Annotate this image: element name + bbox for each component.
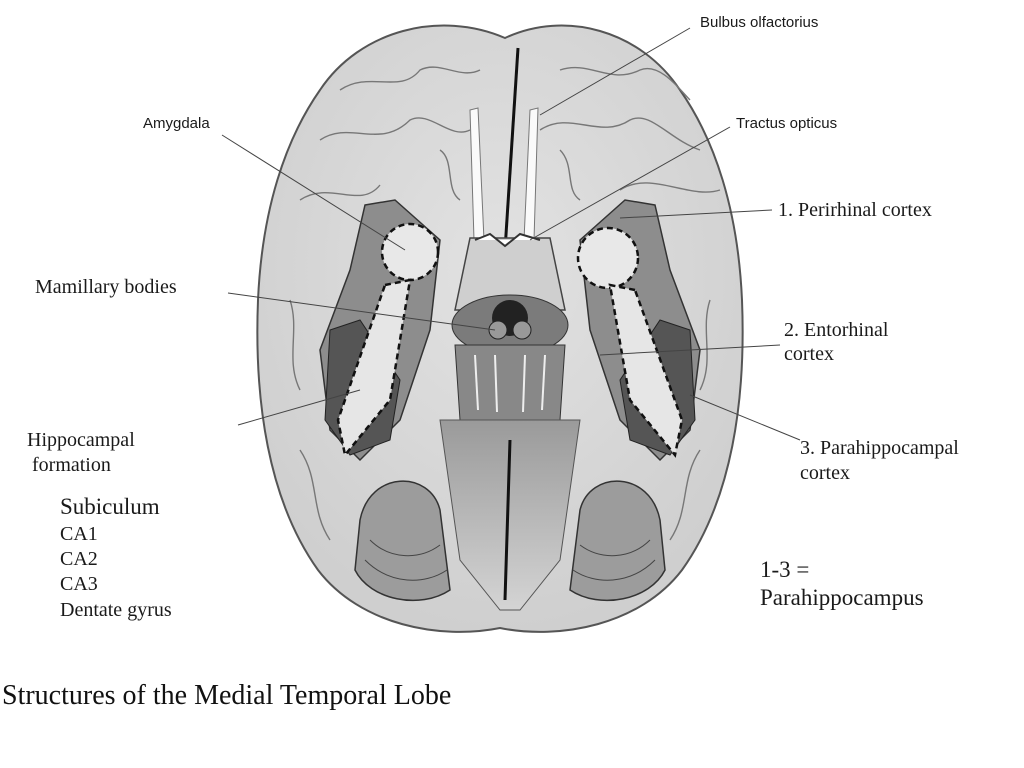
label-tractus-opticus: Tractus opticus (736, 115, 838, 132)
label-hippocampal-line2: formation (27, 454, 111, 476)
right-medial-temporal (576, 199, 701, 462)
note-line1: 1-3 = (760, 557, 810, 582)
page-title: Structures of the Medial Temporal Lobe (2, 680, 452, 711)
brainstem (439, 232, 581, 611)
hippocampal-part-ca3: CA3 (60, 573, 98, 595)
label-perirhinal-cortex: 1. Perirhinal cortex (778, 199, 932, 221)
cerebellar-lobes (354, 480, 666, 602)
label-parahippocampal-line2: cortex (800, 462, 850, 484)
label-hippocampal-line1: Hippocampal (27, 429, 135, 451)
hippocampal-part-ca1: CA1 (60, 523, 98, 545)
left-medial-temporal (319, 199, 441, 462)
label-amygdala: Amygdala (143, 115, 210, 132)
label-mamillary-bodies: Mamillary bodies (35, 276, 177, 298)
label-entorhinal-line2: cortex (784, 343, 834, 365)
label-parahippocampal-line1: 3. Parahippocampal (800, 437, 959, 459)
label-entorhinal-line1: 2. Entorhinal (784, 319, 889, 341)
hippocampal-part-dentate-gyrus: Dentate gyrus (60, 599, 172, 621)
hippocampal-part-subiculum: Subiculum (60, 494, 160, 519)
leader-lines (221, 27, 801, 441)
label-bulbus-olfactorius: Bulbus olfactorius (700, 14, 819, 31)
hippocampal-part-ca2: CA2 (60, 548, 98, 570)
note-line2: Parahippocampus (760, 585, 924, 610)
